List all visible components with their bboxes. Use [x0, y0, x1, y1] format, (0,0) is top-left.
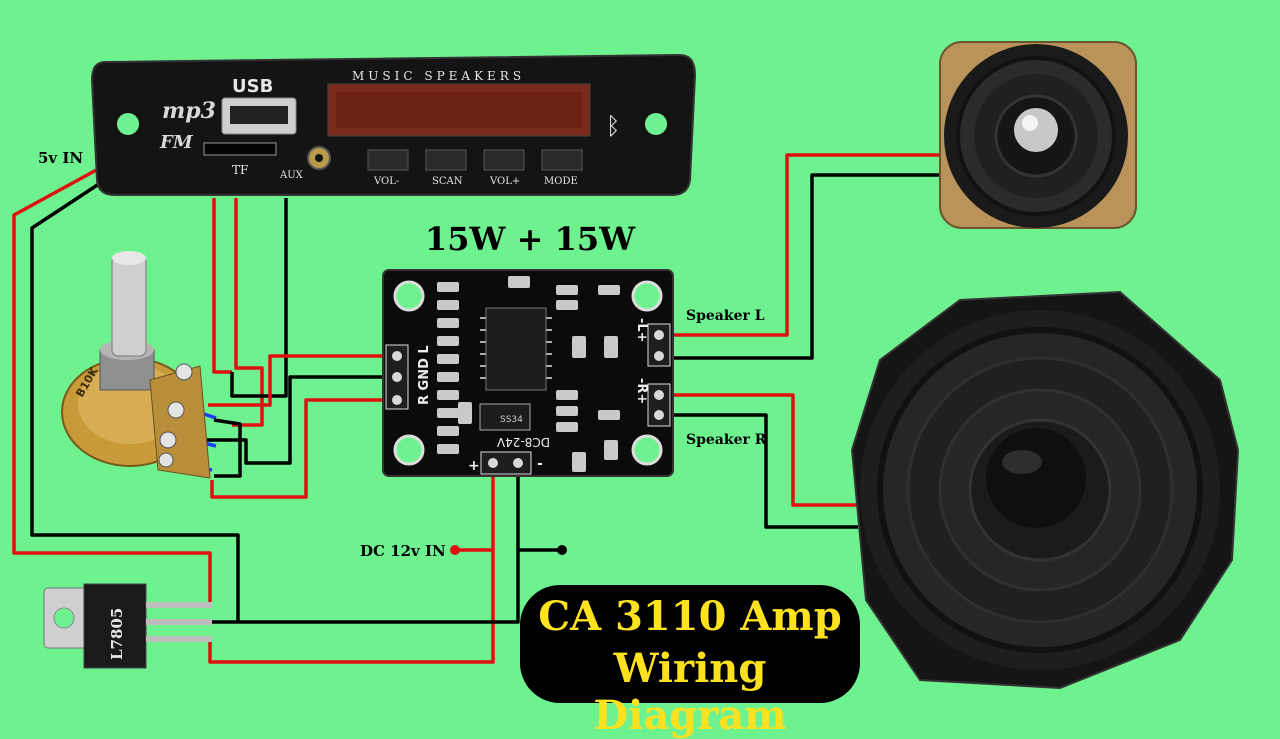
wire-5v-ground: [30, 176, 240, 622]
wire-speaker-r-negative: [672, 413, 858, 529]
power-minus-label: -: [537, 456, 543, 472]
out-l-label: -L+: [634, 318, 649, 343]
title-line-1: CA 3110 Amp: [538, 593, 842, 640]
pot-pin-3[interactable]: [159, 431, 177, 449]
control-buttons: VOL- SCAN VOL+ MODE: [367, 149, 583, 187]
pin-r[interactable]: [392, 395, 402, 405]
pot-pin-1[interactable]: [175, 363, 193, 381]
wire-mp3-ground: [230, 198, 288, 398]
pin-power-neg[interactable]: [513, 458, 523, 468]
pin-gnd[interactable]: [392, 372, 402, 382]
amp-power-header: [480, 451, 532, 475]
wire-pot-to-amp-l: [208, 354, 385, 407]
pin-out-r-neg[interactable]: [654, 410, 664, 420]
button-label-mode: MODE: [544, 176, 578, 187]
dc-label: DC 12v IN: [360, 542, 446, 560]
amp-out-r-header: [647, 383, 671, 427]
amp-hole-br: [631, 434, 663, 466]
title-box: CA 3110 Amp Wiring Diagram: [520, 585, 860, 739]
mount-hole-left: [117, 113, 139, 135]
wire-pot-to-amp-r: [210, 398, 385, 499]
wire-dc-positive: [208, 470, 495, 664]
regulator-label: L7805: [108, 608, 126, 660]
pin-out-l-pos[interactable]: [654, 330, 664, 340]
button-label-vol-up: VOL+: [489, 176, 520, 187]
pin-power-pos[interactable]: [488, 458, 498, 468]
amp-hole-bl: [393, 434, 425, 466]
mount-hole-right: [645, 113, 667, 135]
button-mode[interactable]: [541, 149, 583, 171]
wire-speaker-l-positive: [672, 153, 945, 337]
amp-components: [437, 276, 620, 472]
amp-hole-tl: [393, 280, 425, 312]
speaker-l-label: Speaker L: [686, 308, 765, 324]
potentiometer: B10K: [61, 251, 211, 479]
wire-mp3-right: [232, 198, 264, 427]
amp-board: SS34 R GND L -L+ -R+ + - DC8-24V: [382, 269, 674, 477]
wire-dc-ground: [210, 470, 520, 624]
dc-in-ground-dot: [557, 545, 567, 555]
pot-pin-2[interactable]: [167, 401, 185, 419]
amp-chip: [485, 307, 547, 391]
pot-shaft[interactable]: [111, 255, 147, 357]
tf-label: TF: [232, 163, 248, 177]
power-label: 15W + 15W: [425, 220, 636, 258]
speaker-r-label: Speaker R: [686, 432, 767, 448]
pot-jumper-wire: [213, 418, 242, 478]
mp3-module: mp3 FM USB TF AUX MUSIC SPEAKERS ᛒ VOL- …: [90, 53, 697, 196]
input-pins-label: R GND L: [417, 345, 432, 405]
wire-mp3-left: [212, 198, 232, 374]
input-label: 5v IN: [38, 149, 83, 167]
amp-hole-tr: [631, 280, 663, 312]
pin-out-l-neg[interactable]: [654, 351, 664, 361]
amp-out-l-header: [647, 323, 671, 367]
usb-label: USB: [232, 76, 273, 97]
regulator-pin-in[interactable]: [146, 602, 212, 608]
pin-out-r-pos[interactable]: [654, 390, 664, 400]
mp3-brand-top: mp3: [162, 98, 216, 124]
wire-speaker-r-positive: [672, 393, 858, 507]
button-scan[interactable]: [425, 149, 467, 171]
wire-5v-positive: [12, 166, 212, 606]
pot-pin-4[interactable]: [158, 452, 174, 468]
header-label: MUSIC SPEAKERS: [352, 69, 525, 83]
button-label-vol-down: VOL-: [373, 176, 399, 187]
diode-label: SS34: [500, 415, 523, 425]
dust-cap: [986, 428, 1086, 528]
title-line-2: Wiring Diagram: [593, 645, 787, 739]
dc-in-positive-dot: [450, 545, 460, 555]
voltage-label: DC8-24V: [496, 435, 550, 449]
regulator: L7805: [43, 583, 212, 669]
speaker-left: [939, 41, 1137, 229]
tf-slot: [203, 142, 277, 156]
out-r-label: -R+: [634, 378, 649, 404]
pin-l[interactable]: [392, 351, 402, 361]
speaker-right: [850, 290, 1240, 690]
bluetooth-icon: ᛒ: [606, 112, 620, 140]
button-vol-down[interactable]: [367, 149, 409, 171]
wire-speaker-l-negative: [672, 173, 948, 360]
tweeter-dome: [1014, 108, 1058, 152]
button-label-scan: SCAN: [432, 176, 463, 187]
aux-label: AUX: [279, 170, 304, 181]
regulator-pin-gnd[interactable]: [146, 619, 212, 625]
wires: [12, 153, 948, 664]
diode: [479, 403, 531, 431]
button-vol-up[interactable]: [483, 149, 525, 171]
regulator-pin-out[interactable]: [146, 636, 212, 642]
wiring-diagram: mp3 FM USB TF AUX MUSIC SPEAKERS ᛒ VOL- …: [12, 41, 1240, 690]
mp3-brand-bottom: FM: [159, 132, 194, 153]
power-plus-label: +: [468, 458, 480, 474]
